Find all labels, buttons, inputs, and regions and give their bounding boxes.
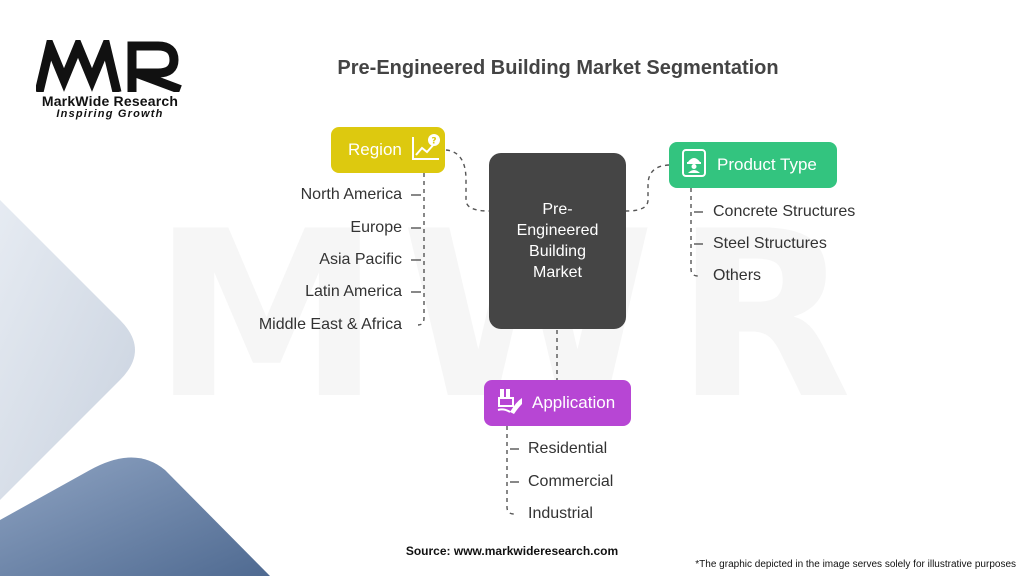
brand-name: MarkWide Research xyxy=(41,93,179,109)
center-label: Pre-Engineered Building Market xyxy=(516,201,599,281)
region-pill: Region ? xyxy=(331,127,445,173)
connector-product-center xyxy=(625,164,670,212)
product-items-line xyxy=(690,188,699,277)
region-item-north-america: North America xyxy=(300,186,402,203)
logo-mark xyxy=(36,40,182,92)
chart-question-icon: ? xyxy=(410,133,442,168)
application-label: Application xyxy=(532,393,616,412)
application-items-line xyxy=(506,426,515,515)
product-type-label: Product Type xyxy=(717,155,817,174)
svg-text:?: ? xyxy=(431,136,436,146)
product-item-concrete-structures: Concrete Structures xyxy=(713,203,856,220)
application-pill: Application xyxy=(484,380,631,426)
region-label: Region xyxy=(348,140,402,159)
disclaimer-note: *The graphic depicted in the image serve… xyxy=(695,559,1016,570)
center-node: Pre-Engineered Building Market xyxy=(489,153,626,329)
factory-hand-icon xyxy=(496,386,524,421)
application-item-commercial: Commercial xyxy=(528,473,614,490)
background-shape-light xyxy=(0,200,135,500)
product-item-steel-structures: Steel Structures xyxy=(713,235,827,252)
source-note: Source: www.markwideresearch.com xyxy=(405,544,619,558)
helmet-worker-icon xyxy=(681,148,707,183)
region-item-europe: Europe xyxy=(350,219,402,236)
region-item-middle-east-africa: Middle East & Africa xyxy=(258,316,402,333)
diagram-title: Pre-Engineered Building Market Segmentat… xyxy=(337,57,779,79)
connector-region-center xyxy=(445,149,490,212)
region-items-line xyxy=(417,173,425,326)
brand-tagline: Inspiring Growth xyxy=(56,108,164,120)
product-item-others: Others xyxy=(713,267,762,284)
application-item-industrial: Industrial xyxy=(528,505,593,522)
background-shape-dark xyxy=(0,457,270,576)
application-item-residential: Residential xyxy=(528,440,608,457)
region-item-latin-america: Latin America xyxy=(305,283,402,300)
region-item-asia-pacific: Asia Pacific xyxy=(319,251,402,268)
product-type-pill: Product Type xyxy=(669,142,837,188)
